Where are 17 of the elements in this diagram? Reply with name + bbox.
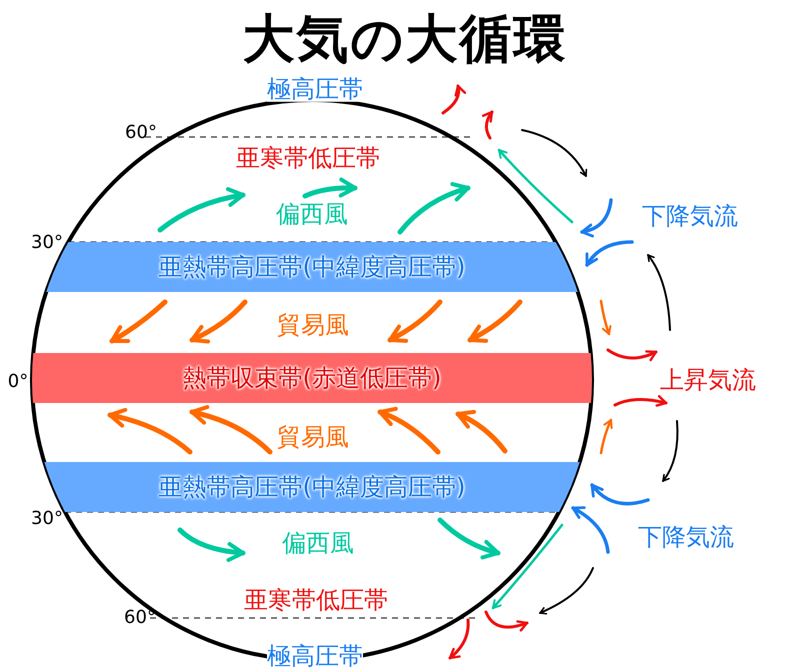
wind-label: 偏西風 — [282, 530, 354, 556]
latitude-label: 0° — [8, 372, 28, 392]
title: 大気の大循環 — [242, 11, 568, 69]
zone-label: 極高圧帯 — [267, 642, 363, 670]
zone-label: 亜寒帯低圧帯 — [236, 144, 380, 172]
airflow-label: 上昇気流 — [660, 366, 756, 394]
wind-label: 貿易風 — [277, 312, 349, 338]
wind-label: 貿易風 — [277, 424, 349, 450]
latitude-label: 60° — [125, 123, 157, 143]
airflow-label: 下降気流 — [642, 202, 738, 230]
pressure-band: 熱帯収束帯(赤道低圧帯) — [32, 353, 592, 403]
latitude-label: 30° — [31, 509, 63, 529]
latitude-label: 60° — [124, 608, 156, 628]
zone-label: 極高圧帯 — [267, 76, 363, 102]
zone-label: 亜寒帯低圧帯 — [244, 586, 388, 614]
airflow-label: 下降気流 — [638, 524, 734, 550]
wind-label: 偏西風 — [276, 200, 348, 228]
